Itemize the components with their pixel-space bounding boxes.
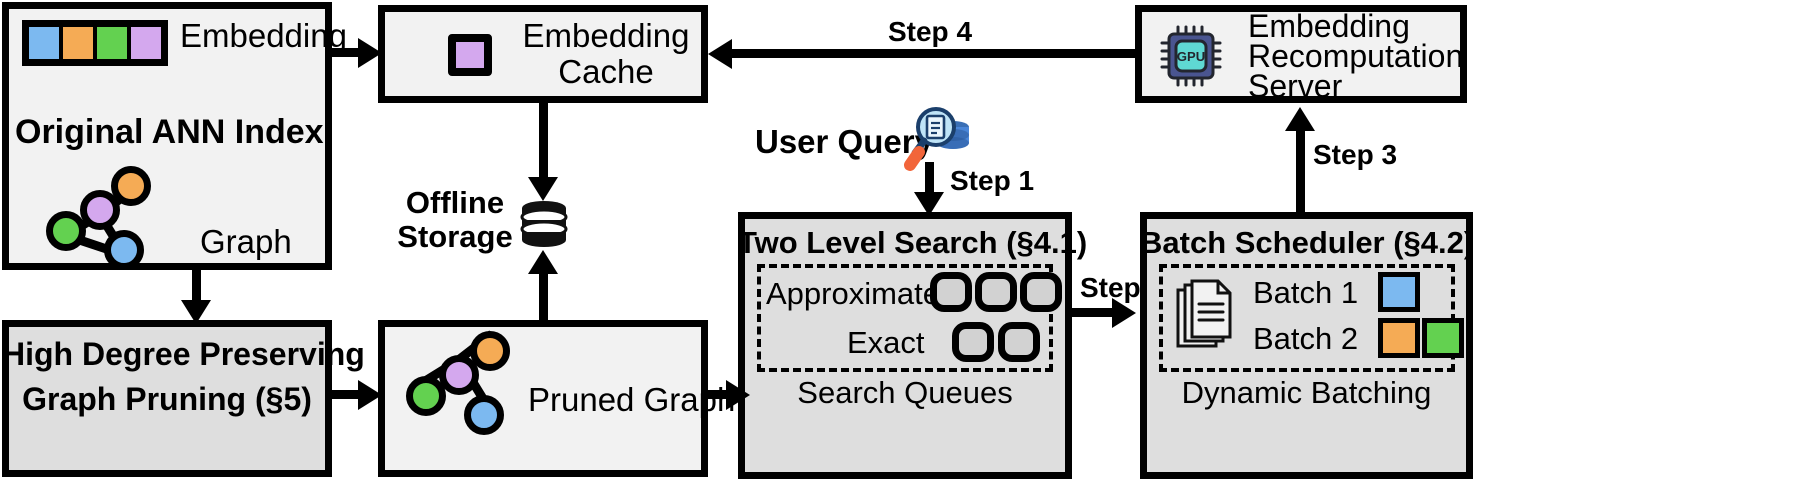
dynamic-batching-caption: Dynamic Batching (1181, 375, 1432, 410)
arrow-pruned-to-search-line (708, 390, 734, 399)
search-queues-caption: Search Queues (797, 375, 1013, 410)
two-level-search-title: Two Level Search (§4.1) (738, 225, 1088, 260)
graph-node-green (46, 211, 86, 251)
svg-text:GPU: GPU (1177, 49, 1205, 64)
batch-2-chip-green (1422, 318, 1464, 358)
arrow-step2-head (1112, 298, 1136, 328)
embedding-cache-label-line2: Cache (558, 53, 654, 90)
arrow-step2-line (1072, 308, 1120, 317)
arrow-index-to-pruning-line (192, 270, 201, 308)
batch-1-chip-blue (1378, 272, 1420, 312)
documents-stack-icon (1176, 279, 1232, 348)
graph-node-purple (80, 190, 120, 230)
pruned-graph-label: Pruned Graph (528, 381, 736, 418)
offline-storage-line1: Offline (405, 185, 505, 220)
step1-label: Step 1 (950, 165, 1035, 196)
purple-square-icon (448, 34, 492, 76)
arrow-index-to-cache-line (332, 48, 366, 57)
arrow-pruning-to-pruned-line (332, 390, 366, 399)
graph-pruning-line1: High Degree Preserving (2, 336, 365, 372)
step3-label: Step 3 (1313, 139, 1398, 170)
graph-pruning-line2: Graph Pruning (§5) (22, 381, 312, 417)
exact-queue-chip-1 (952, 322, 994, 362)
embedding-label: Embedding (180, 17, 347, 54)
magnifier-database-icon (904, 107, 969, 171)
embedding-swatch-orange (63, 27, 97, 59)
arrow-pruned-to-storage-head (528, 250, 558, 274)
arrow-step3-line (1296, 130, 1305, 215)
exact-label: Exact (847, 325, 925, 360)
pruned-graph-node-orange (470, 331, 510, 371)
original-ann-index-title: Original ANN Index (15, 113, 324, 151)
arrow-step4-head (708, 39, 732, 69)
embedding-cache-label-line1: Embedding (522, 17, 690, 54)
arrow-pruned-to-storage-line (539, 272, 548, 322)
offline-storage-line2: Storage (397, 219, 513, 254)
approximate-queue-chip-3 (1020, 272, 1062, 312)
recomputation-server-line1: Embedding (1248, 8, 1410, 44)
search-queues-dashed-panel (757, 264, 1053, 372)
gpu-chip-icon: GPU (1160, 25, 1222, 87)
embedding-cache-box (378, 5, 708, 103)
arrow-step4-line (730, 49, 1138, 58)
embedding-swatch-green (97, 27, 131, 59)
embedding-color-strip (22, 20, 168, 66)
arrow-cache-to-storage-head (528, 177, 558, 201)
batch-2-chip-orange (1378, 318, 1420, 358)
embedding-swatch-blue (29, 27, 63, 59)
arrow-step1-line (925, 162, 934, 198)
step4-label: Step 4 (887, 16, 973, 47)
embedding-swatch-purple (131, 27, 161, 59)
pruned-graph-node-green (406, 376, 446, 416)
batch-2-label: Batch 2 (1253, 321, 1359, 356)
graph-label: Graph (200, 223, 292, 260)
batch-1-label: Batch 1 (1253, 275, 1359, 310)
arrow-step3-head (1285, 107, 1315, 131)
approximate-queue-chip-2 (975, 272, 1017, 312)
approximate-label: Approximate (766, 276, 941, 311)
graph-pruning-box (2, 320, 332, 477)
recomputation-server-line2: Recomputation (1248, 38, 1464, 74)
database-cylinder-icon (520, 201, 568, 247)
graph-node-blue (104, 230, 144, 270)
recomputation-server-line3: Server (1248, 68, 1343, 104)
batch-scheduler-title: Batch Scheduler (§4.2) (1140, 225, 1475, 260)
approximate-queue-chip-1 (930, 272, 972, 312)
pruned-graph-node-purple (439, 355, 479, 395)
arrow-pruned-to-search-head (726, 380, 750, 410)
pruned-graph-node-blue (464, 395, 504, 435)
arrow-cache-to-storage-line (539, 103, 548, 183)
exact-queue-chip-2 (998, 322, 1040, 362)
graph-node-orange (111, 166, 151, 206)
